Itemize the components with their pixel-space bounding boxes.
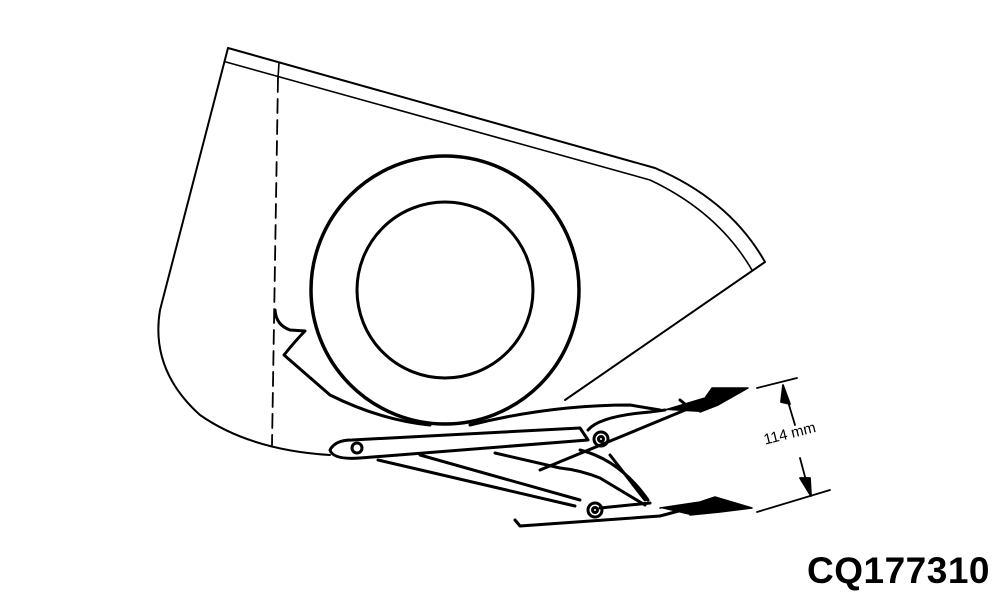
lower-link-arm xyxy=(376,448,692,528)
upper-tip xyxy=(664,387,749,413)
upper-link-arm xyxy=(328,398,692,472)
drum-inner-ring xyxy=(355,200,535,380)
housing xyxy=(157,47,766,456)
lower-tip xyxy=(659,496,753,516)
dimension-arrow xyxy=(756,377,831,513)
drum-outer-ring xyxy=(309,154,581,426)
dashed-centerline xyxy=(271,77,279,446)
figure-id-label: CQ177310 xyxy=(807,550,990,591)
hook xyxy=(273,308,432,427)
